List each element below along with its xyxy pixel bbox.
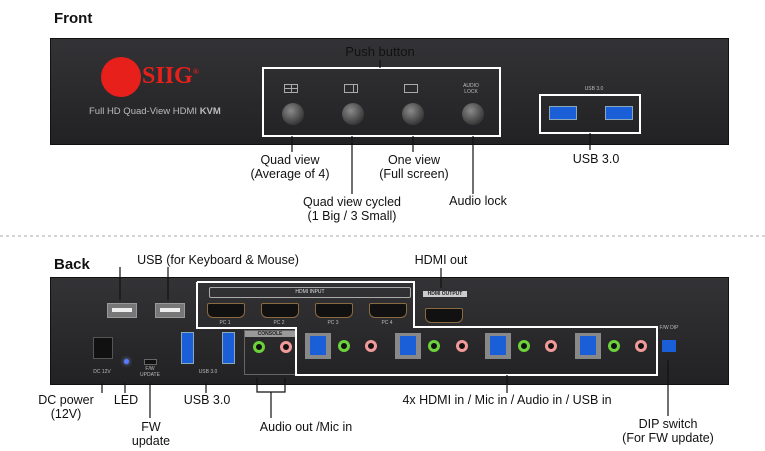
push-button-label: Push button	[345, 44, 415, 59]
audio-callout: Audio out /Mic in	[259, 420, 353, 434]
mouse-usb-port	[155, 303, 185, 318]
hdmi-out-port	[425, 308, 463, 323]
dip-switch[interactable]	[662, 340, 676, 352]
quad-view-icon	[284, 84, 298, 93]
front-usb-callout: USB 3.0	[572, 152, 620, 166]
pc4-mic-jack	[635, 340, 647, 352]
product-name: Full HD Quad-View HDMI KVM	[89, 106, 221, 117]
console-mic-jack	[280, 341, 292, 353]
pc4-label: PC 4	[381, 320, 393, 326]
hdmi-out-callout: HDMI out	[414, 253, 468, 267]
console-audio-out-jack	[253, 341, 265, 353]
pc3-usb-b-port	[485, 333, 511, 359]
console-group: CONSOLE	[244, 330, 296, 375]
hdmi-in-pc3	[315, 303, 353, 318]
console-label: CONSOLE	[245, 331, 295, 337]
audio-lock-callout: Audio lock	[449, 194, 507, 208]
pc1-audio-jack	[338, 340, 350, 352]
hdmi-input-label: HDMI INPUT	[209, 287, 411, 298]
one-view-button[interactable]	[402, 103, 424, 125]
fw-panel-text: F/W UPDATE	[140, 366, 160, 378]
brand-logo: SIIG®	[142, 63, 199, 89]
front-usb-port-2	[605, 106, 633, 120]
pc2-usb-b-port	[395, 333, 421, 359]
pc1-label: PC 1	[219, 320, 231, 326]
dc-panel-text: DC 12V	[93, 369, 111, 375]
usb-km-callout: USB (for Keyboard & Mouse)	[137, 253, 299, 267]
back-usb-panel-text: USB 3.0	[198, 369, 218, 375]
back-usb3-port-2	[222, 332, 235, 364]
one-view-icon	[404, 84, 418, 93]
pc1-usb-b-port	[305, 333, 331, 359]
pc3-label: PC 3	[327, 320, 339, 326]
pc4-usb-b-port	[575, 333, 601, 359]
usb3-callout: USB 3.0	[183, 393, 231, 407]
quad-cycled-callout: Quad view cycled(1 Big / 3 Small)	[303, 195, 401, 223]
pc2-label: PC 2	[273, 320, 285, 326]
pc1-mic-jack	[365, 340, 377, 352]
pc3-mic-jack	[545, 340, 557, 352]
front-panel: SIIG® Full HD Quad-View HDMI KVM AUDIO L…	[50, 38, 729, 145]
front-usb-port-1	[549, 106, 577, 120]
hdmi-in-pc2	[261, 303, 299, 318]
pc4-audio-jack	[608, 340, 620, 352]
hdmi-in-pc1	[207, 303, 245, 318]
pc3-audio-jack	[518, 340, 530, 352]
dc-jack	[93, 337, 113, 359]
back-heading: Back	[54, 256, 90, 273]
pc2-mic-jack	[456, 340, 468, 352]
dc-power-callout: DC power(12V)	[38, 393, 94, 421]
dip-switch-callout: DIP switch(For FW update)	[622, 417, 714, 445]
keyboard-usb-port	[107, 303, 137, 318]
front-heading: Front	[54, 10, 93, 27]
inputs-callout: 4x HDMI in / Mic in / Audio in / USB in	[402, 393, 612, 407]
quad-view-button[interactable]	[282, 103, 304, 125]
siig-logo-icon	[101, 57, 141, 97]
fw-micro-usb	[144, 359, 157, 365]
quad-cycled-button[interactable]	[342, 103, 364, 125]
one-view-callout: One view(Full screen)	[379, 153, 449, 181]
quad-cycled-icon	[344, 84, 358, 93]
audio-lock-button[interactable]	[462, 103, 484, 125]
pc2-audio-jack	[428, 340, 440, 352]
dip-panel-text: F/W DIP	[659, 325, 679, 331]
quad-view-callout: Quad view(Average of 4)	[250, 153, 330, 181]
audio-lock-text: AUDIO LOCK	[463, 83, 479, 95]
led-callout: LED	[113, 393, 139, 407]
usb-panel-text: USB 3.0	[584, 86, 604, 92]
hdmi-output-label: HDMI OUTPUT	[423, 291, 467, 297]
back-panel: HDMI INPUT PC 1 PC 2 PC 3 PC 4 HDMI OUTP…	[50, 277, 729, 385]
back-usb3-port-1	[181, 332, 194, 364]
hdmi-in-pc4	[369, 303, 407, 318]
led-icon	[124, 359, 129, 364]
